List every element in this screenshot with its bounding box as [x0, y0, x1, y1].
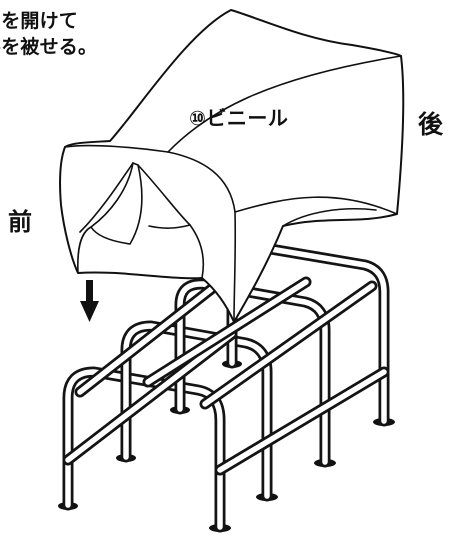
vinyl-cover-front-opening	[90, 162, 143, 245]
vinyl-cover-body	[59, 9, 405, 323]
instruction-text-line-1: ーを開けて	[0, 10, 79, 32]
vinyl-cover-front-face	[64, 144, 237, 323]
front-label: 前	[8, 208, 32, 236]
down-arrow-icon	[80, 280, 99, 322]
vinyl-cover-top-edge	[167, 55, 402, 153]
rear-label: 後	[418, 110, 444, 139]
instruction-text-line-2: ルを被せる。	[0, 36, 98, 58]
vinyl-cover-opening-fold-left	[79, 162, 134, 233]
vinyl-cover	[59, 9, 405, 323]
vinyl-cover-front-drape	[77, 224, 205, 279]
vinyl-cover-side-crease	[282, 207, 377, 227]
vinyl-part-label: ⑩ビニール	[189, 106, 289, 130]
vinyl-cover-side-fold	[234, 196, 398, 215]
